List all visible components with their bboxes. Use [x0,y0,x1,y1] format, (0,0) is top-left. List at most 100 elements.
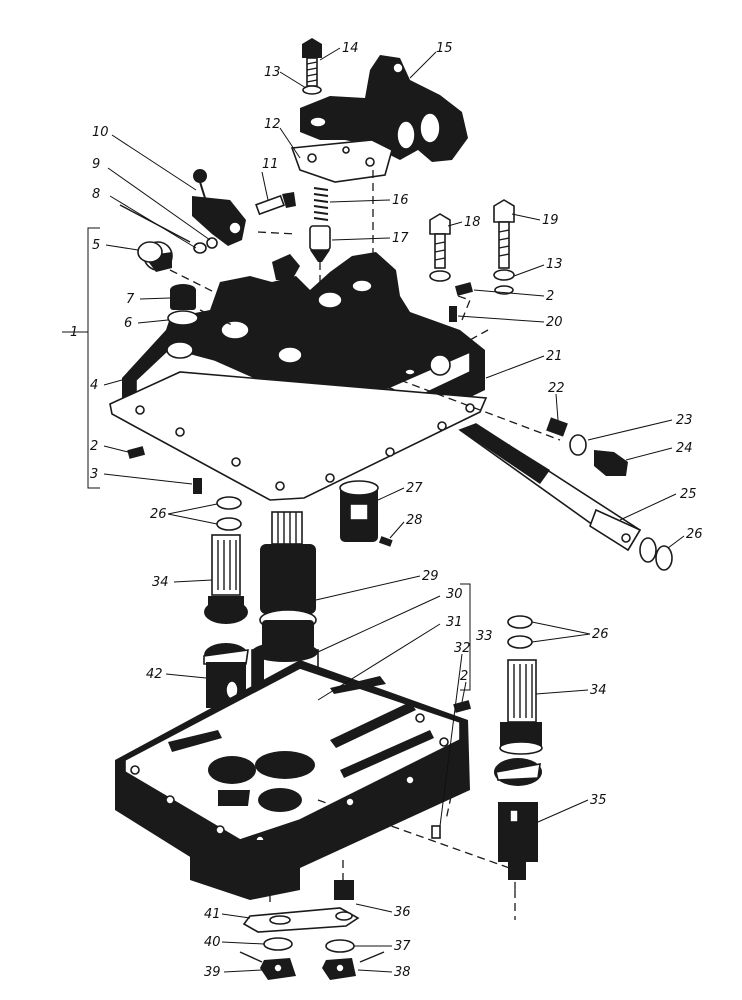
callout-number: 11 [262,157,279,172]
callout-number: 21 [546,349,563,364]
callout-number: 41 [204,907,221,922]
callout-26-lower: 26 [531,621,609,643]
callout-33: 33 [476,629,493,644]
callout-32: 32 [439,641,471,827]
callout-37: 37 [354,939,411,954]
callout-25: 25 [619,487,697,521]
callout-number: 4 [90,378,98,393]
callout-number: 5 [92,238,100,253]
callout-42: 42 [146,667,207,682]
callout-36: 36 [355,903,411,920]
callout-29: 29 [315,569,439,601]
callout-number: 6 [124,316,132,331]
callout-40: 40 [204,935,265,950]
callout-16: 16 [329,193,409,208]
callout-number: 31 [446,615,463,630]
callout-18: 18 [447,215,481,230]
callout-number: 29 [422,569,439,584]
callout-24: 24 [625,441,693,461]
callout-number: 16 [392,193,409,208]
callout-number: 39 [204,965,221,980]
bush-27 [339,480,379,542]
callout-23: 23 [587,413,693,441]
callout-5: 5 [92,238,139,253]
callout-41: 41 [204,907,251,922]
callout-number: 27 [406,481,423,496]
callout-number: 35 [590,793,607,808]
bracket-33 [460,583,471,691]
callout-31: 31 [317,615,463,701]
callout-15: 15 [409,41,453,79]
callout-number: 34 [152,575,169,590]
callout-13: 13 [264,65,307,89]
callout-number: 17 [392,231,409,246]
callout-number: 19 [542,213,559,228]
pin-28 [378,536,393,547]
callout-6: 6 [124,316,169,331]
callout-number: 12 [264,117,281,132]
sleeve-5 [137,241,173,272]
callout-number: 26 [686,527,703,542]
callout-number: 23 [676,413,693,428]
top-bracket [300,55,468,162]
callout-39: 39 [204,965,263,980]
callout-26-right: 26 [667,527,703,549]
callout-number: 38 [394,965,411,980]
callout-35: 35 [537,793,607,823]
valve-42 [203,643,249,708]
bolt-19 [493,199,515,295]
callout-number: 8 [92,187,100,202]
gasket-plate [109,371,488,501]
pin-2-lower [453,700,472,713]
callout-number: 15 [436,41,453,56]
callout-2b: 2 [473,289,554,304]
callout-27: 27 [377,481,423,501]
callout-9: 9 [92,157,211,241]
callout-number: 36 [394,905,411,920]
pin-32 [431,825,441,839]
gear-shaft-29 [259,511,317,650]
callout-number: 28 [406,513,423,528]
callout-number: 18 [464,215,481,230]
callout-21: 21 [485,349,563,379]
callout-number: 2 [546,289,554,304]
callout-number: 34 [590,683,607,698]
callout-number: 26 [150,507,167,522]
callout-labels: 1 2 3 4 5 6 7 8 9 10 11 12 13 14 15 16 1… [70,41,703,980]
callout-34-left: 34 [152,575,213,590]
callout-number: 37 [394,939,411,954]
callout-number: 14 [342,41,359,56]
orings-26-right [639,537,673,571]
top-bolt [302,38,322,95]
bracket-1 [62,227,100,489]
pin-3-left [193,478,202,494]
pin-2-left [127,446,146,459]
lower-body [115,660,470,900]
callout-number: 1 [70,325,78,340]
bolt-18 [429,213,451,282]
callout-number: 24 [676,441,693,456]
callout-number: 22 [548,381,565,396]
callout-number: 2 [90,439,98,454]
callout-8: 8 [92,187,197,249]
callout-11: 11 [261,157,279,201]
callout-number: 20 [546,315,563,330]
callout-20: 20 [457,315,563,330]
callout-number: 32 [454,641,471,656]
pins-right [449,282,474,322]
orings-26-lower [507,615,533,649]
callout-number: 33 [476,629,493,644]
callout-number: 42 [146,667,163,682]
callout-number: 26 [592,627,609,642]
callout-12: 12 [264,117,301,159]
callout-28: 28 [389,513,423,539]
callout-number: 7 [126,292,135,307]
callout-number: 40 [204,935,221,950]
callout-number: 9 [92,157,100,172]
callout-30: 30 [317,587,463,653]
callout-number: 2 [460,669,468,684]
callout-2: 2 [90,439,129,454]
plunger [309,225,331,262]
callout-number: 25 [680,487,697,502]
